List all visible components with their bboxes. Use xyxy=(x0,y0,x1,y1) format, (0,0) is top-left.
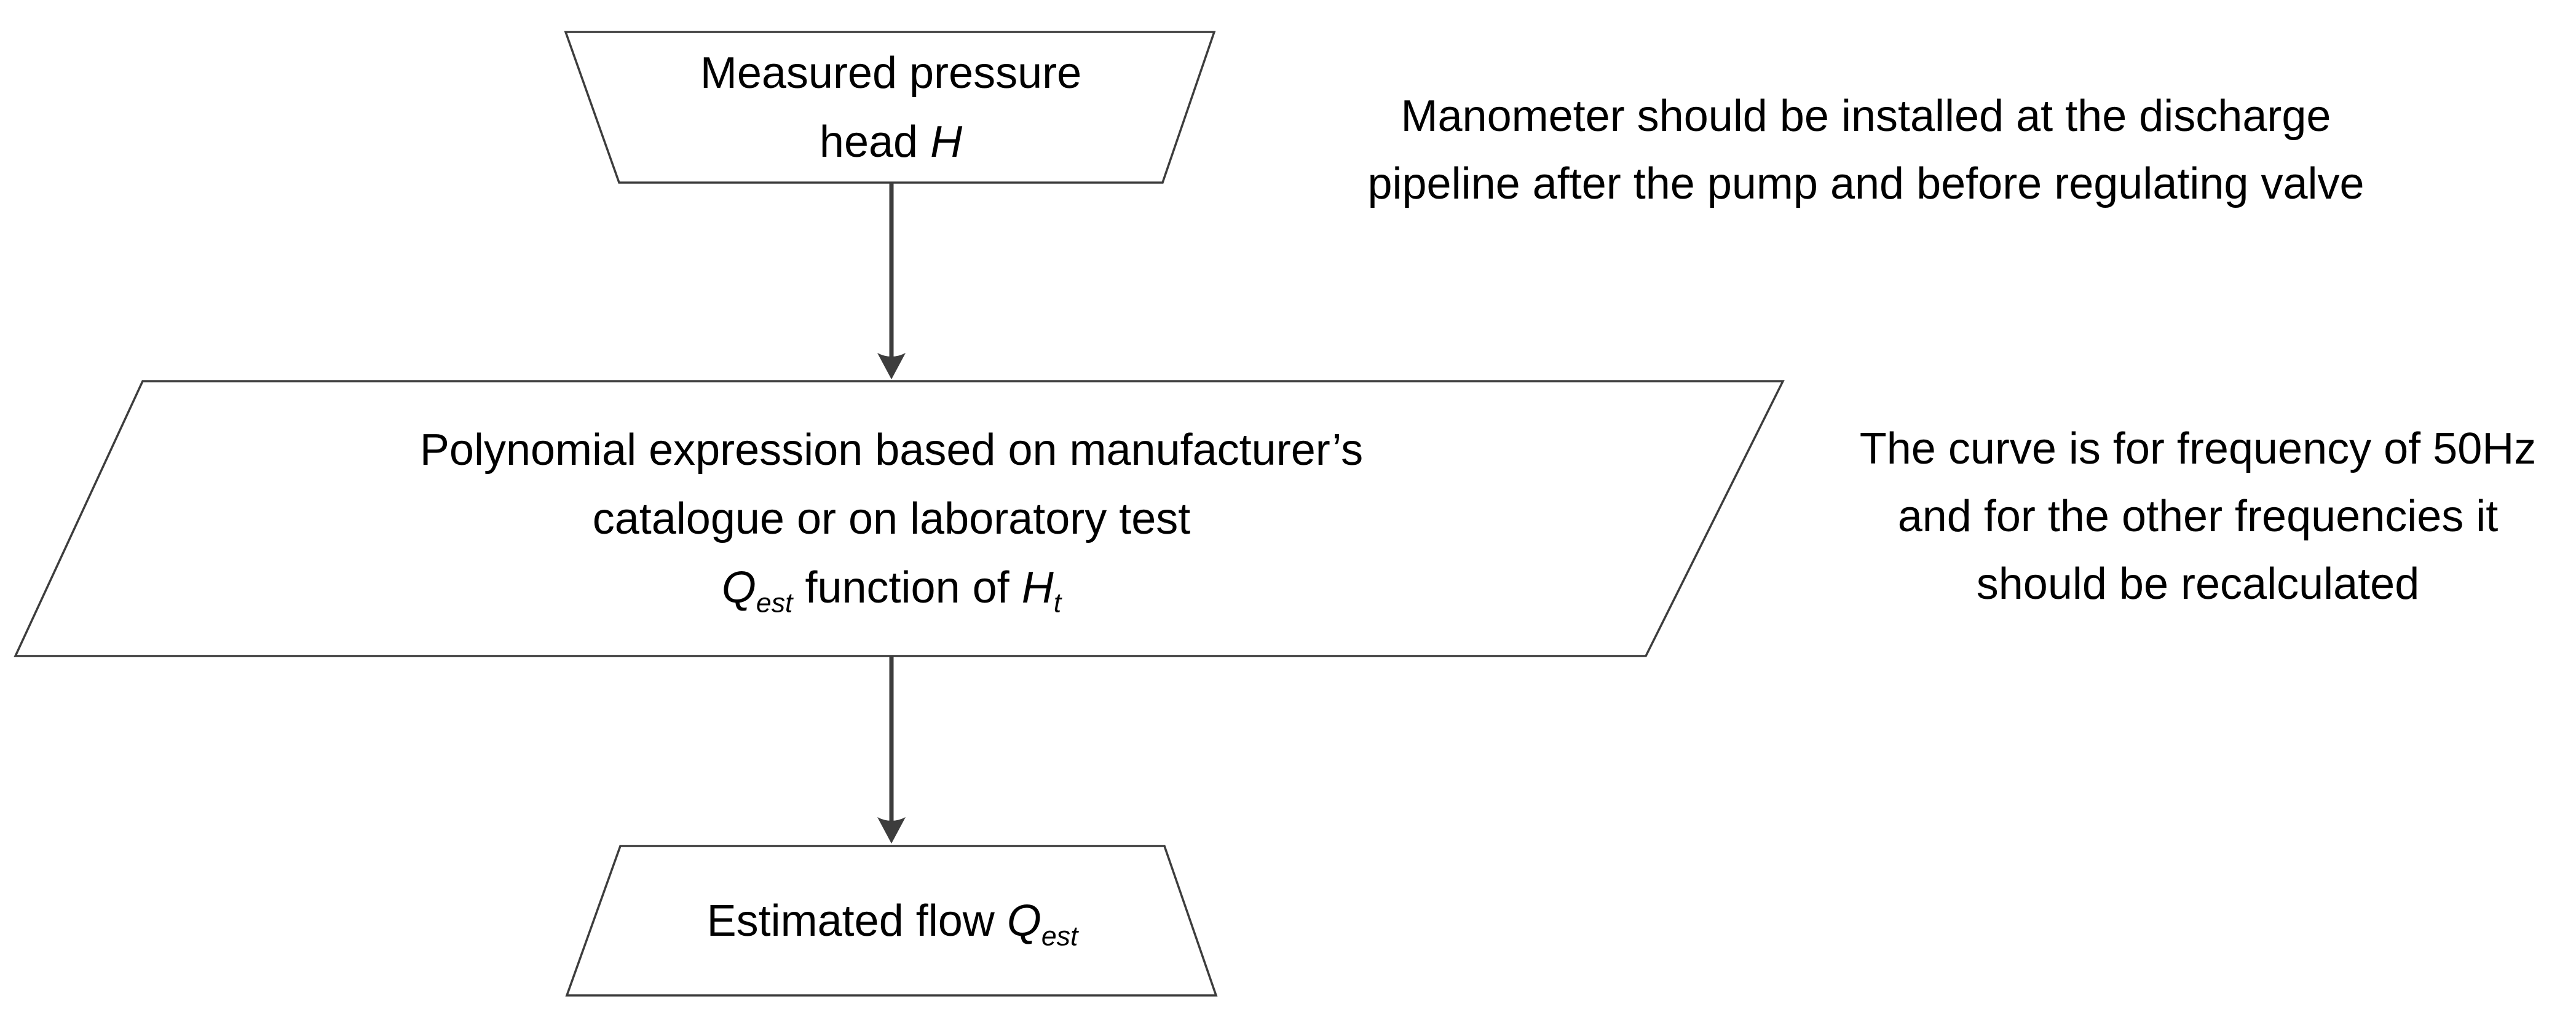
variable-Q: Q xyxy=(721,563,756,612)
flow-arrow-down-1-head xyxy=(877,353,906,379)
variable-Q: Q xyxy=(1006,896,1041,946)
frequency-note-line3: should be recalculated xyxy=(1976,559,2420,609)
frequency-note-line1: The curve is for frequency of 50Hz xyxy=(1859,424,2537,473)
subscript-est: est xyxy=(1041,920,1078,951)
top-trapezoid-shape xyxy=(564,31,1216,184)
manometer-note-line2: pipeline after the pump and before regul… xyxy=(1367,159,2365,208)
subscript-t: t xyxy=(1053,587,1062,618)
top-trapezoid-label-line1: Measured pressure xyxy=(700,48,1082,98)
variable-H: H xyxy=(1021,563,1054,612)
parallelogram-label-line3: Qest function of Ht xyxy=(721,563,1062,618)
top-trapezoid-label-line2: head H xyxy=(819,117,963,167)
parallelogram-shape xyxy=(14,380,1785,657)
parallelogram-label-line2: catalogue or on laboratory test xyxy=(592,494,1191,544)
bottom-trapezoid-label: Estimated flow Qest xyxy=(620,846,1164,995)
flow-arrow-down-2-head xyxy=(877,817,906,844)
frequency-note: The curve is for frequency of 50Hz and f… xyxy=(1780,415,2576,618)
bottom-trapezoid-label-line: Estimated flow Qest xyxy=(706,896,1078,951)
parallelogram-label-line1: Polynomial expression based on manufactu… xyxy=(419,425,1364,475)
manometer-note-line1: Manometer should be installed at the dis… xyxy=(1401,92,2331,141)
bottom-trapezoid-shape xyxy=(565,845,1218,997)
manometer-note: Manometer should be installed at the dis… xyxy=(1251,82,2481,218)
flow-arrow-down-1 xyxy=(877,183,906,379)
top-trapezoid-label: Measured pressure head H xyxy=(619,32,1163,183)
subscript-est: est xyxy=(756,587,793,618)
flow-arrow-down-2 xyxy=(877,657,906,844)
parallelogram-label: Polynomial expression based on manufactu… xyxy=(141,381,1642,656)
frequency-note-line2: and for the other frequencies it xyxy=(1897,492,2499,541)
variable-H: H xyxy=(930,117,963,167)
